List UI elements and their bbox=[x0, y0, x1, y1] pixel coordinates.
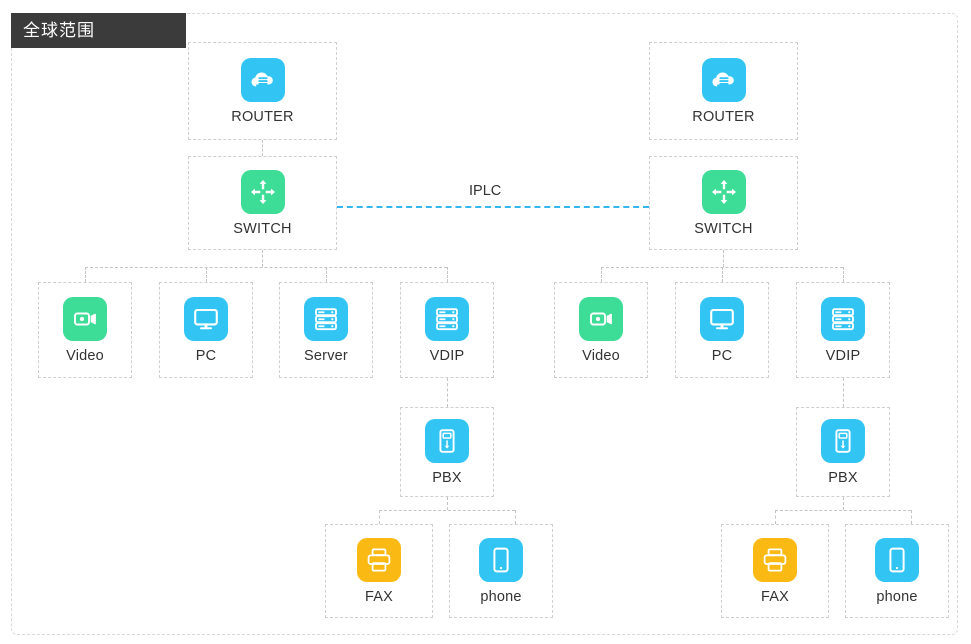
video-camera-icon bbox=[579, 296, 623, 341]
connector-left-drop-vdip bbox=[447, 267, 448, 282]
node-right-pbx[interactable]: PBX bbox=[796, 407, 890, 497]
server-rack-icon bbox=[821, 296, 865, 341]
node-right-switch[interactable]: SWITCH bbox=[649, 156, 798, 250]
desktop-monitor-icon bbox=[184, 296, 228, 341]
pbx-cabinet-icon bbox=[425, 418, 469, 463]
node-label: PBX bbox=[432, 469, 462, 486]
node-label: PC bbox=[195, 347, 217, 364]
node-label: SWITCH bbox=[694, 220, 753, 237]
node-right-video[interactable]: Video bbox=[554, 282, 648, 378]
connector-right-drop-pc bbox=[722, 267, 723, 282]
node-right-vdip[interactable]: VDIP bbox=[796, 282, 890, 378]
node-label: VDIP bbox=[825, 347, 861, 364]
connector-right-drop-phone bbox=[911, 510, 912, 524]
connector-right-switch-drop bbox=[723, 250, 724, 267]
node-left-pbx[interactable]: PBX bbox=[400, 407, 494, 497]
connector-left-drop-fax bbox=[379, 510, 380, 524]
node-label: ROUTER bbox=[231, 108, 294, 125]
pbx-cabinet-icon bbox=[821, 418, 865, 463]
connector-right-pbx-drop bbox=[843, 497, 844, 510]
printer-fax-icon bbox=[753, 537, 797, 582]
node-right-phone[interactable]: phone bbox=[845, 524, 949, 618]
region-title-badge: 全球范围 bbox=[11, 13, 186, 48]
connector-right-drop-fax bbox=[775, 510, 776, 524]
node-label: Video bbox=[66, 347, 104, 364]
video-camera-icon bbox=[63, 296, 107, 341]
connector-right-vdip-to-pbx bbox=[843, 378, 844, 407]
node-label: PBX bbox=[828, 469, 858, 486]
printer-fax-icon bbox=[357, 537, 401, 582]
global-scope-region bbox=[11, 13, 958, 635]
server-rack-icon bbox=[425, 296, 469, 341]
mobile-phone-icon bbox=[479, 537, 523, 582]
node-label: VDIP bbox=[429, 347, 465, 364]
cloud-router-icon bbox=[701, 57, 746, 102]
connector-left-drop-video bbox=[85, 267, 86, 282]
node-label: FAX bbox=[761, 588, 789, 605]
node-label: FAX bbox=[365, 588, 393, 605]
connector-left-drop-server bbox=[326, 267, 327, 282]
connector-right-drop-vdip bbox=[843, 267, 844, 282]
connector-left-vdip-to-pbx bbox=[447, 378, 448, 407]
switch-arrows-icon bbox=[240, 169, 285, 214]
mobile-phone-icon bbox=[875, 537, 919, 582]
node-right-pc[interactable]: PC bbox=[675, 282, 769, 378]
desktop-monitor-icon bbox=[700, 296, 744, 341]
switch-arrows-icon bbox=[701, 169, 746, 214]
node-label: SWITCH bbox=[233, 220, 292, 237]
node-left-vdip[interactable]: VDIP bbox=[400, 282, 494, 378]
connector-left-pbx-drop bbox=[447, 497, 448, 510]
connector-left-drop-pc bbox=[206, 267, 207, 282]
iplc-link-line bbox=[337, 206, 649, 208]
node-right-fax[interactable]: FAX bbox=[721, 524, 829, 618]
connector-left-bus bbox=[85, 267, 447, 268]
node-left-server[interactable]: Server bbox=[279, 282, 373, 378]
node-left-switch[interactable]: SWITCH bbox=[188, 156, 337, 250]
node-label: phone bbox=[876, 588, 918, 605]
cloud-router-icon bbox=[240, 57, 285, 102]
connector-left-router-to-switch bbox=[262, 140, 263, 156]
server-rack-icon bbox=[304, 296, 348, 341]
node-label: Server bbox=[304, 347, 348, 364]
connector-left-switch-drop bbox=[262, 250, 263, 267]
connector-right-drop-video bbox=[601, 267, 602, 282]
connector-right-pbx-bus bbox=[775, 510, 911, 511]
node-label: PC bbox=[711, 347, 733, 364]
connector-left-pbx-bus bbox=[379, 510, 515, 511]
node-label: Video bbox=[582, 347, 620, 364]
node-left-video[interactable]: Video bbox=[38, 282, 132, 378]
node-label: phone bbox=[480, 588, 522, 605]
connector-left-drop-phone bbox=[515, 510, 516, 524]
node-right-router[interactable]: ROUTER bbox=[649, 42, 798, 140]
node-left-fax[interactable]: FAX bbox=[325, 524, 433, 618]
iplc-link-label: IPLC bbox=[469, 183, 502, 199]
node-label: ROUTER bbox=[692, 108, 755, 125]
node-left-pc[interactable]: PC bbox=[159, 282, 253, 378]
node-left-phone[interactable]: phone bbox=[449, 524, 553, 618]
node-left-router[interactable]: ROUTER bbox=[188, 42, 337, 140]
